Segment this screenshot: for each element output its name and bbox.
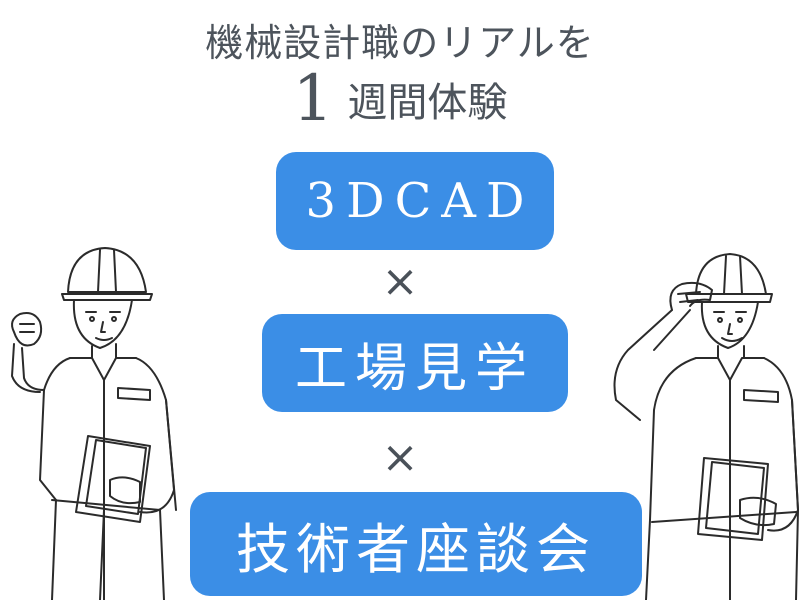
helmet-icon (695, 253, 767, 295)
headline-line1: 機械設計職のリアルを (205, 21, 595, 65)
helmet-icon (67, 247, 147, 293)
headline-period: 週間体験 (347, 80, 508, 126)
right-worker-illustration (613, 253, 799, 600)
left-worker-illustration (11, 247, 177, 600)
item-factory-tour: 工場見学 (262, 314, 568, 412)
headline-number: 1 (292, 62, 334, 136)
times-separator-1: × (381, 256, 419, 307)
headline-line2: 1 週間体験 (0, 62, 800, 136)
times-separator-2: × (381, 432, 419, 483)
item-engineer-talk: 技術者座談会 (190, 492, 642, 596)
item-3dcad: 3DCAD (276, 152, 554, 250)
